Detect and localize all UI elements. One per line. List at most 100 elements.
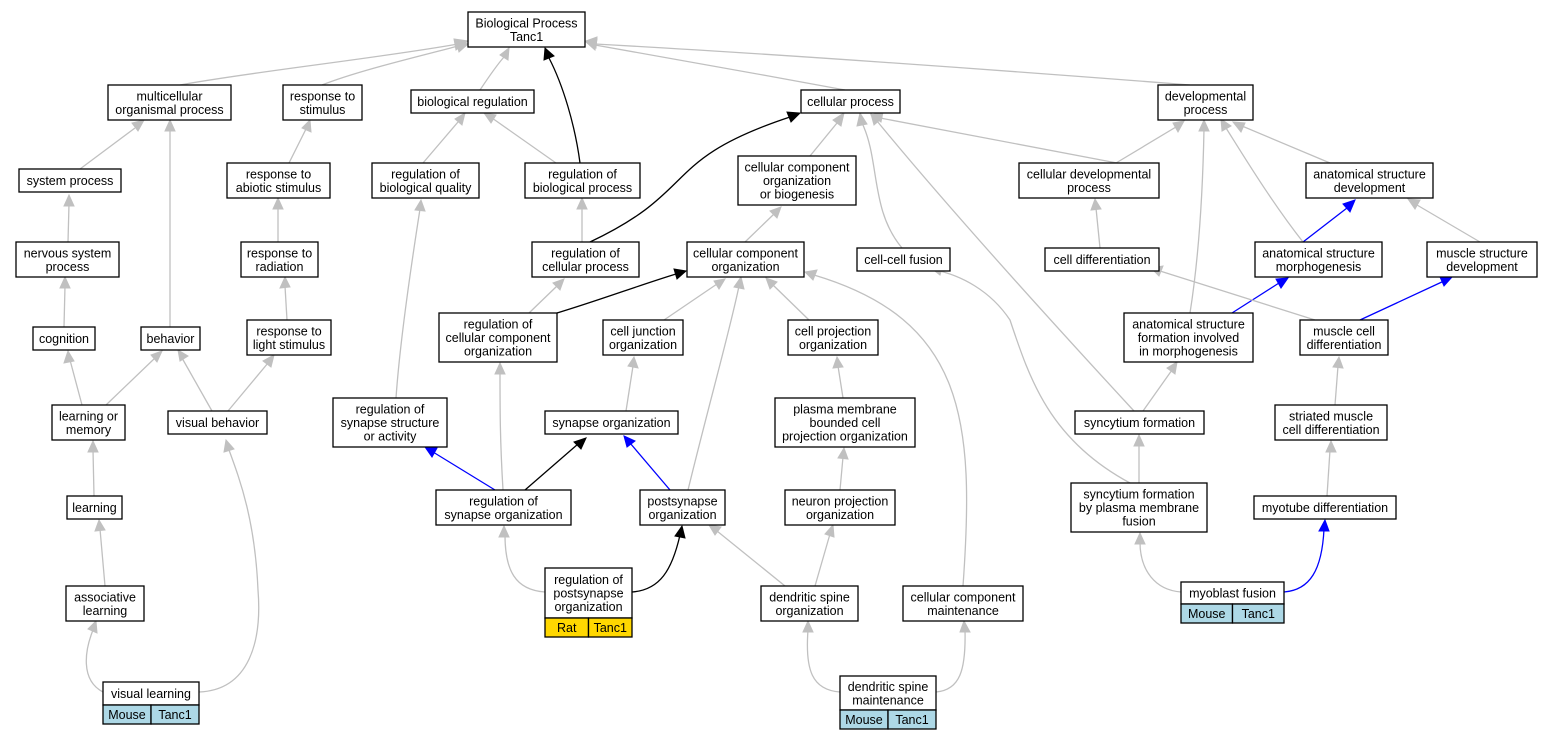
term-label-line: formation involved	[1138, 331, 1239, 345]
go-term-bio-regulation[interactable]: biological regulation	[410, 89, 535, 114]
go-term-cell-diff[interactable]: cell differentiation	[1044, 247, 1160, 272]
edge-arrowhead-41	[832, 355, 844, 369]
edge-line-23	[1225, 127, 1304, 243]
go-term-syncytium-formation[interactable]: syncytium formation	[1074, 410, 1205, 435]
edge-arrowhead-1	[455, 40, 470, 53]
edge-arrowhead-30	[765, 277, 778, 290]
edge-arrowhead-52	[1133, 433, 1145, 447]
term-label-line: developmental	[1165, 89, 1246, 103]
edge-line-42	[1142, 369, 1173, 412]
go-term-behavior[interactable]: behavior	[140, 326, 201, 351]
edge-arrowhead-28	[673, 268, 688, 280]
edge-line-7	[422, 121, 459, 164]
term-box	[1274, 404, 1388, 441]
species-tag-label: Mouse	[845, 713, 883, 727]
term-label-line: visual behavior	[176, 416, 259, 430]
go-term-myotube-diff[interactable]: myotube differentiation	[1253, 495, 1397, 520]
term-label-line: development	[1446, 260, 1518, 274]
term-label-line: biological process	[533, 181, 632, 195]
term-label-line: behavior	[147, 332, 195, 346]
edge-arrowhead-48	[573, 437, 587, 450]
term-label-line: cellular component	[693, 246, 798, 260]
edge-arrowhead-29	[713, 278, 726, 290]
edge-line-51	[839, 456, 844, 491]
edge-line-24	[63, 285, 66, 328]
term-box	[531, 241, 640, 278]
go-term-system-process[interactable]: system process	[18, 168, 122, 193]
term-label-line: anatomical structure	[1262, 246, 1375, 260]
edge-line-41	[837, 365, 844, 399]
gene-tag: Tanc1	[587, 617, 633, 638]
term-label-line: syncytium formation	[1084, 416, 1195, 430]
gene-tag-cell	[150, 704, 200, 725]
edge-arrowhead-25	[164, 118, 176, 132]
species-tag: Mouse	[1180, 603, 1234, 624]
term-box	[435, 489, 572, 526]
term-label-line: organization	[554, 600, 622, 614]
species-tag: Mouse	[102, 704, 152, 725]
edge-arrowhead-47	[423, 446, 438, 458]
term-box	[544, 567, 633, 619]
term-box	[107, 84, 232, 121]
edge-arrowhead-53	[1325, 439, 1337, 453]
go-term-cellular-process[interactable]: cellular process	[800, 89, 901, 114]
term-label-line: synapse organization	[444, 508, 562, 522]
edge-line-39	[395, 208, 421, 399]
edge-arrowhead-55	[94, 518, 106, 532]
go-term-visual-behavior[interactable]: visual behavior	[167, 410, 268, 435]
edge-arrowhead-60	[803, 269, 818, 281]
edge-line-5	[79, 127, 136, 170]
term-label-line: light stimulus	[253, 338, 325, 352]
go-term-learning[interactable]: learning	[66, 495, 123, 520]
edge-line-13	[1115, 126, 1177, 164]
go-term-cognition[interactable]: cognition	[32, 326, 96, 351]
term-label-line: neuron projection	[792, 494, 889, 508]
edge-arrowhead-22	[1406, 198, 1421, 210]
edge-arrowhead-23	[1220, 117, 1232, 132]
go-term-cell-cell-fusion[interactable]: cell-cell fusion	[856, 247, 951, 272]
term-label-line: postsynapse	[553, 587, 623, 601]
term-box	[332, 397, 448, 448]
edge-arrowhead-38	[262, 354, 275, 368]
go-term-synapse-org[interactable]: synapse organization	[544, 410, 679, 435]
gene-tag-label: Tanc1	[158, 708, 191, 722]
